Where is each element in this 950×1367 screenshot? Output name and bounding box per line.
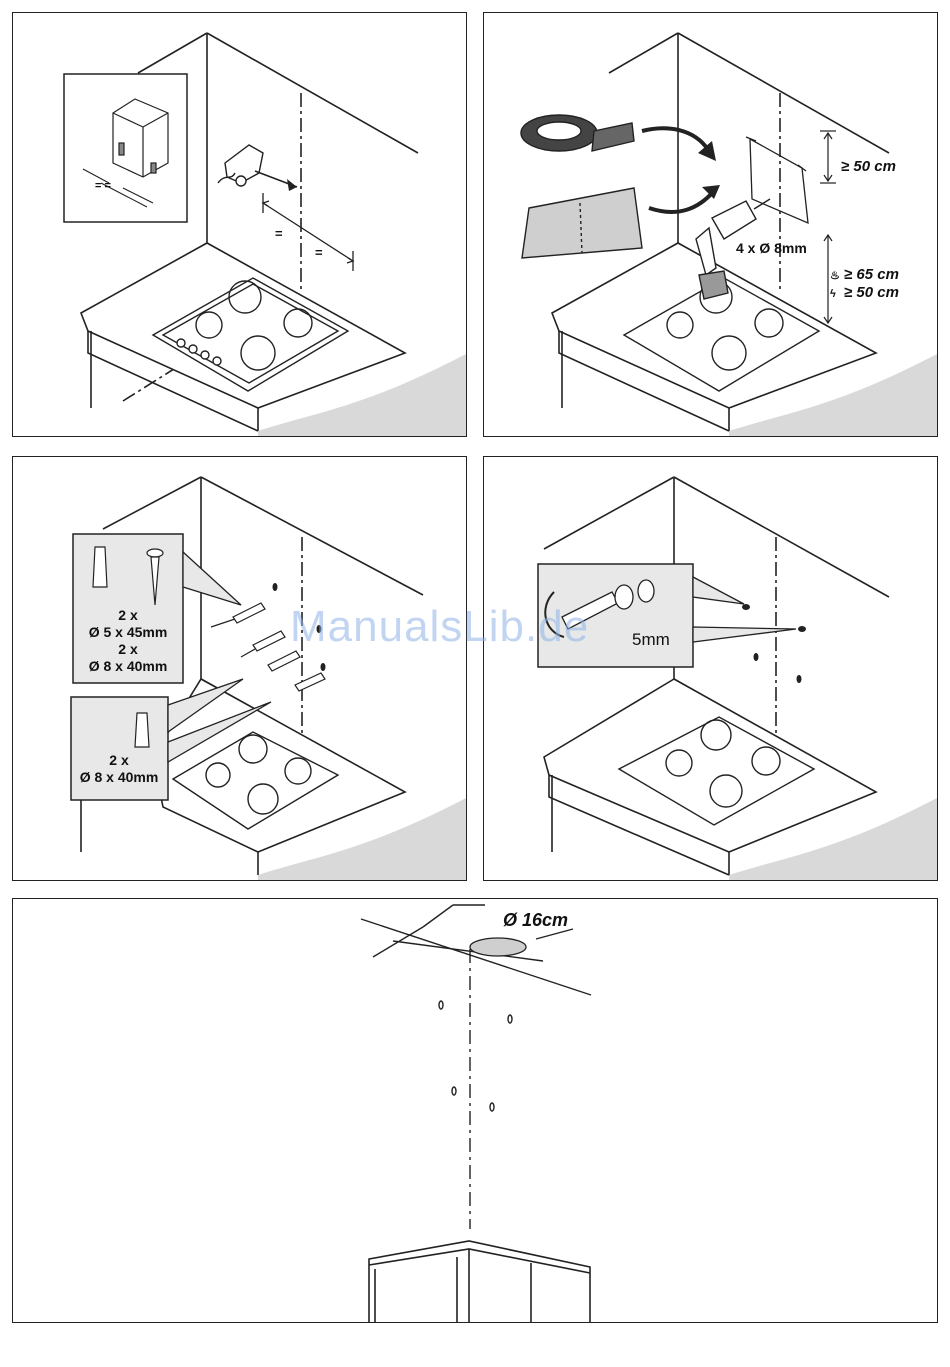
panel-center-line: = = = = (12, 12, 467, 437)
box1-line3: 2 x (118, 641, 138, 657)
ceiling-hole-icon (470, 938, 526, 956)
dim-gas-label: ≥ 65 cm (844, 266, 899, 283)
panel-drilling: ≥ 50 cm 4 x Ø 8mm ♨ ≥ 65 cm ϟ ≥ 50 cm (483, 12, 938, 437)
svg-text:= =: = = (95, 180, 111, 192)
dim-electric-label: ≥ 50 cm (844, 284, 899, 301)
wall-plugs-illustration: 2 x Ø 5 x 45mm 2 x Ø 8 x 40mm 2 x Ø 8 x … (13, 457, 467, 881)
panel-ceiling: Ø 16cm (12, 898, 938, 1323)
box2-line1: 2 x (109, 752, 129, 768)
tape-roll-icon (521, 115, 634, 151)
panel-wall-plugs: 2 x Ø 5 x 45mm 2 x Ø 8 x 40mm 2 x Ø 8 x … (12, 456, 467, 881)
spirit-level-icon (218, 145, 263, 186)
drilling-illustration: ≥ 50 cm 4 x Ø 8mm ♨ ≥ 65 cm ϟ ≥ 50 cm (484, 13, 938, 437)
center-line-illustration: = = = = (13, 13, 467, 437)
screw-size-label: 5mm (632, 630, 670, 649)
ceiling-illustration: Ø 16cm (13, 899, 938, 1323)
box1-line2: Ø 5 x 45mm (89, 624, 168, 640)
wall-plug-icon (211, 603, 325, 691)
mounted-screws (742, 604, 806, 683)
svg-text:=: = (315, 245, 323, 260)
hood-box-icon (113, 99, 168, 177)
box1-line1: 2 x (118, 607, 138, 623)
paper-template-on-wall (746, 137, 808, 223)
template-sheet-icon (522, 188, 642, 258)
screwing-illustration: 5mm (484, 457, 938, 881)
hole-diameter-label: Ø 16cm (503, 910, 568, 930)
electric-bolt-icon: ϟ (830, 288, 836, 300)
box1-line4: Ø 8 x 40mm (89, 658, 168, 674)
dim-top-label: ≥ 50 cm (841, 158, 896, 175)
svg-text:=: = (275, 226, 283, 241)
plug-icon (135, 713, 149, 747)
panel-screwing: 5mm (483, 456, 938, 881)
hood-chimney-top-icon (369, 1241, 590, 1323)
drill-hole-label: 4 x Ø 8mm (736, 240, 807, 256)
inset-box-screwdriver (538, 564, 693, 667)
gas-flame-icon: ♨ (830, 270, 840, 282)
box2-line2: Ø 8 x 40mm (80, 769, 159, 785)
ceiling-screw-holes (439, 1001, 512, 1111)
